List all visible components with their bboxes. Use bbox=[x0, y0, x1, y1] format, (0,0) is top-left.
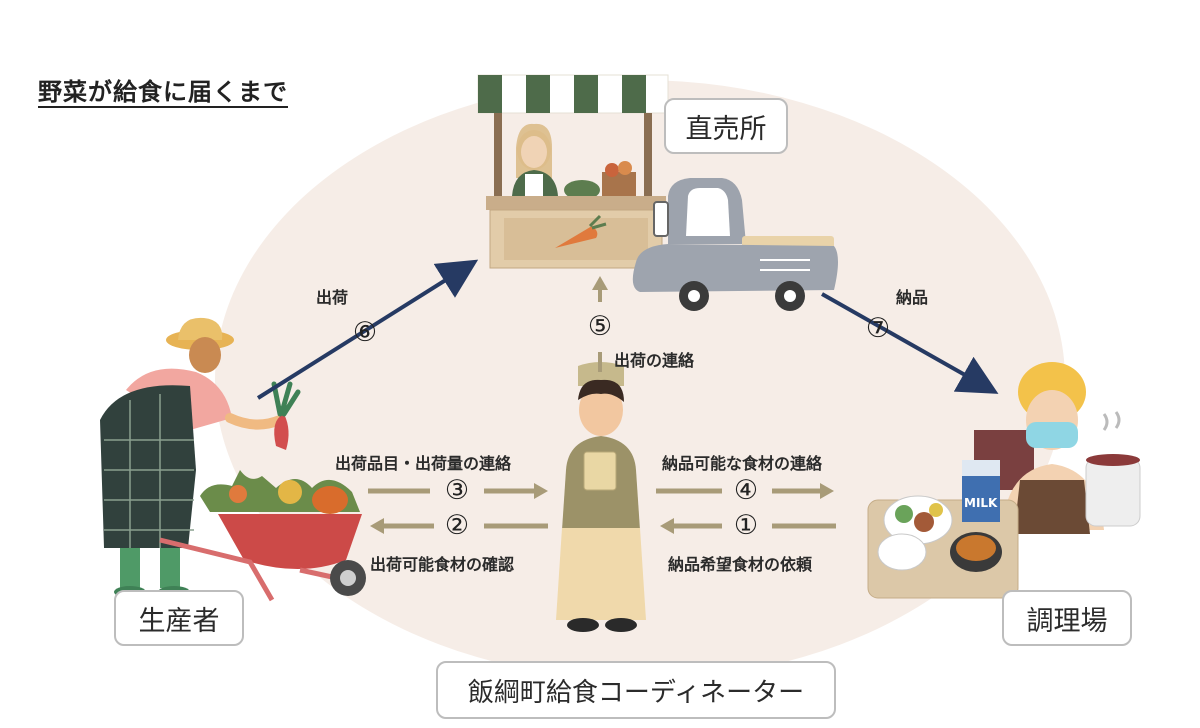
flow-delivery-number: ⑦ bbox=[865, 313, 891, 344]
node-producer: 生産者 bbox=[114, 590, 244, 646]
kitchen-illustration bbox=[867, 362, 1141, 599]
flow-shipping-notice-label: 出荷の連絡 bbox=[614, 351, 695, 370]
arrow-shipping-notice bbox=[592, 276, 608, 372]
market-stall-illustration bbox=[477, 74, 669, 269]
flow-request-label: 納品希望食材の依頼 bbox=[668, 555, 813, 574]
flow-deliverable-number: ④ bbox=[733, 475, 759, 506]
arrow-deliverable-notice bbox=[656, 483, 834, 499]
farmer-illustration bbox=[100, 317, 301, 598]
flow-shipping-notice-number: ⑤ bbox=[587, 311, 613, 342]
node-kitchen: 調理場 bbox=[1002, 590, 1132, 646]
arrow-shipping bbox=[256, 259, 479, 400]
node-coordinator: 飯綱町給食コーディネーター bbox=[436, 661, 836, 719]
flow-shipping-number: ⑥ bbox=[352, 317, 378, 348]
node-direct-store: 直売所 bbox=[664, 98, 788, 154]
arrow-shipping-items bbox=[368, 483, 548, 499]
flow-available-check-number: ② bbox=[444, 510, 470, 541]
flow-shipping-items-label: 出荷品目・出荷量の連絡 bbox=[335, 454, 512, 473]
flow-deliverable-label: 納品可能な食材の連絡 bbox=[662, 454, 823, 473]
page-title: 野菜が給食に届くまで bbox=[38, 78, 288, 106]
wheelbarrow-illustration bbox=[159, 470, 366, 602]
coordinator-illustration bbox=[556, 362, 646, 632]
arrow-available-check bbox=[370, 518, 548, 534]
arrow-request bbox=[660, 518, 836, 534]
flow-shipping-label: 出荷 bbox=[316, 288, 349, 307]
milk-label: MILK bbox=[964, 496, 998, 510]
arrow-delivery bbox=[821, 292, 999, 394]
truck-illustration bbox=[632, 178, 838, 311]
flow-available-check-label: 出荷可能食材の確認 bbox=[370, 555, 515, 574]
flow-delivery-label: 納品 bbox=[896, 288, 929, 307]
flow-shipping-items-number: ③ bbox=[444, 475, 470, 506]
flow-request-number: ① bbox=[733, 510, 759, 541]
